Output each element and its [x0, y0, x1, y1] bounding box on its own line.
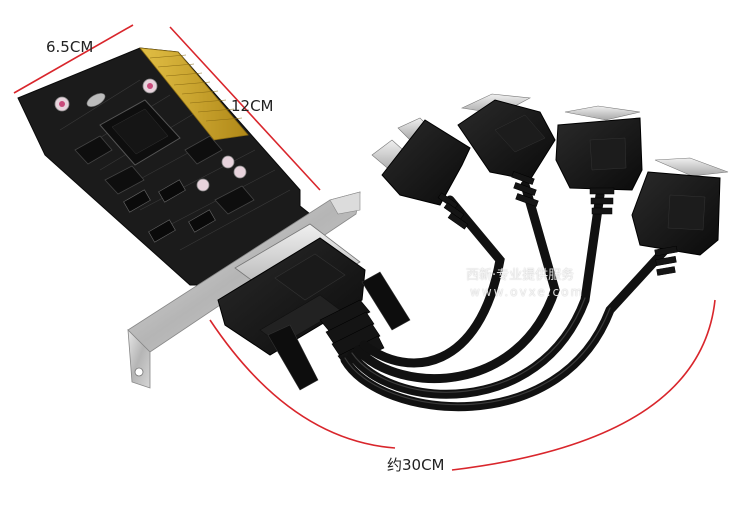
db9-connector-1: [371, 117, 471, 230]
main-db44-connector: [217, 223, 411, 391]
dimension-line-width: [13, 24, 134, 94]
db9-connector-3: [555, 105, 643, 215]
db9-connector-4: [631, 157, 729, 276]
dimension-line-length: [169, 26, 321, 191]
pci-gold-finger: [139, 47, 249, 141]
pin-headers: [123, 179, 216, 243]
dimension-arc-cable: [209, 299, 716, 471]
cable-length-label: 约30CM: [387, 456, 445, 474]
watermark-url: www.ovxe.com: [470, 285, 585, 299]
controller-chip: [99, 99, 181, 166]
db9-connector-2: [457, 93, 556, 207]
capacitors: [54, 78, 247, 192]
fanout-cables: [340, 180, 670, 412]
watermark-text-cn: 西新·专业提供服务: [466, 268, 575, 283]
length-dimension-label: 12CM: [231, 97, 274, 115]
width-dimension-label: 6.5CM: [46, 38, 94, 56]
